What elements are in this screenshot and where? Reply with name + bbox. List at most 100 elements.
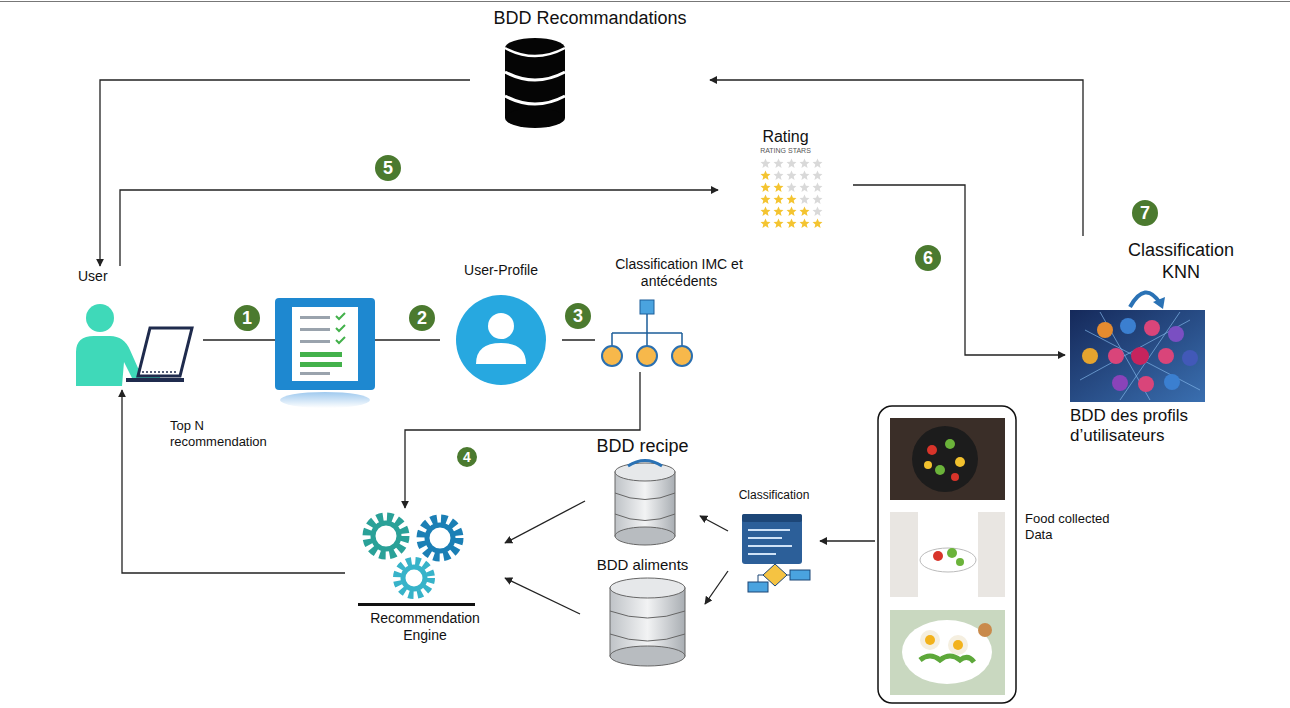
- callout-number: 6: [913, 243, 943, 273]
- user-profiles-picture-part: [1158, 348, 1174, 364]
- node-text: BDD aliments: [580, 556, 705, 574]
- classification-icon: [742, 514, 810, 592]
- rating-stars-part: [787, 183, 797, 192]
- knn-loop-arrow-part: [1130, 292, 1160, 307]
- classification-icon-part: [742, 514, 802, 522]
- connector: [705, 571, 728, 604]
- connector: [505, 578, 580, 614]
- form-icon-part: [336, 313, 345, 319]
- user-profiles-picture-part: [1131, 347, 1149, 365]
- form-icon-part: [300, 372, 330, 375]
- rating-stars-part: [787, 159, 797, 168]
- connector: [120, 190, 718, 266]
- food-panel-part: [924, 461, 932, 469]
- gears-icon-part: [403, 567, 425, 589]
- food-panel-part: [945, 439, 955, 449]
- food-panel-part: [956, 558, 964, 566]
- food-panel-part: [925, 635, 935, 645]
- top-rule: [0, 1, 1290, 2]
- rating-stars-part: [774, 219, 784, 228]
- knn-node: Classification KNNBDD des profils d’util…: [1065, 236, 1255, 458]
- connector: [820, 540, 875, 541]
- database-black-part: [505, 108, 565, 128]
- rating-stars-part: [761, 159, 771, 168]
- user-figure-part: [126, 378, 184, 382]
- food-panel: [878, 406, 1016, 703]
- rating-stars-part: [813, 171, 823, 180]
- classification-icon-part: [758, 575, 790, 582]
- node-text: User-Profile: [440, 262, 562, 279]
- database-aliments: [610, 578, 685, 666]
- food-panel-part: [918, 512, 978, 597]
- connector: [505, 501, 585, 543]
- gears-icon-part: [373, 523, 399, 549]
- callout-number: 4: [455, 445, 479, 469]
- rating-stars-part: [787, 195, 797, 204]
- rating-stars-part: [774, 171, 784, 180]
- rating-stars-part: [787, 219, 797, 228]
- connector: [853, 185, 1065, 355]
- user-profiles-picture-part: [1082, 348, 1098, 364]
- callout-number: 2: [407, 303, 437, 333]
- profile-icon-part: [456, 295, 546, 385]
- food-panel-part: [947, 548, 957, 558]
- classification-icon-part: [748, 582, 768, 592]
- form-icon-part: [275, 298, 375, 390]
- user-node: User: [58, 266, 203, 390]
- tree-icon-part: [672, 346, 692, 366]
- gears-icon-part: [421, 519, 459, 557]
- node-text: RATING STARS: [718, 147, 853, 155]
- edge-label: Top N recommendation: [170, 418, 270, 451]
- rating-stars-part: [813, 183, 823, 192]
- rating-stars-part: [761, 195, 771, 204]
- database-recipe-part: [628, 461, 662, 467]
- callout-number: 7: [1130, 198, 1160, 228]
- rating-stars-part: [800, 183, 810, 192]
- user-profiles-picture-part: [1138, 376, 1154, 392]
- callout-number: 3: [563, 301, 593, 331]
- gears-icon-part: [367, 517, 405, 555]
- rating-stars-part: [761, 219, 771, 228]
- node-text: BDD des profils d’utilisateurs: [1070, 406, 1250, 447]
- food-panel-part: [948, 635, 968, 655]
- rating-stars-part: [761, 207, 771, 216]
- food-panel-part: [955, 457, 965, 467]
- classification-icon-part: [790, 570, 810, 580]
- node-text: Recommendation Engine: [350, 610, 500, 644]
- connector: [710, 80, 1083, 236]
- form-icon-part: [336, 325, 345, 331]
- rating-stars-part: [800, 171, 810, 180]
- node-text: Food collected Data: [1025, 511, 1135, 542]
- database-node: BDD recipe: [585, 436, 700, 548]
- database-black-part: [505, 48, 565, 56]
- tree-icon-part: [637, 346, 657, 366]
- user-figure-part: [138, 328, 192, 376]
- database-black-part: [505, 48, 565, 118]
- food-panel-part: [920, 548, 976, 572]
- food-panel-part: [890, 512, 1005, 597]
- user-profiles-picture-part: [1097, 322, 1113, 338]
- knn-loop-arrow: [1130, 292, 1165, 309]
- food-panel-part: [878, 406, 1016, 703]
- rating-stars-part: [813, 159, 823, 168]
- node-text: Rating: [718, 127, 853, 146]
- node-text: User: [78, 268, 138, 285]
- food-panel-part: [978, 623, 992, 637]
- food-data-node: Food collected Data: [875, 403, 1145, 705]
- form-icon-part: [292, 307, 358, 381]
- rating-stars-part: [787, 207, 797, 216]
- gears-icon-part: [397, 561, 431, 595]
- database-recipe-part: [615, 472, 675, 536]
- database-black: [505, 38, 565, 128]
- database-aliments-part: [610, 578, 685, 598]
- rating-stars-part: [761, 183, 771, 192]
- rating-stars-part: [774, 183, 784, 192]
- database-black-part: [505, 38, 565, 58]
- rating-stars-part: [774, 195, 784, 204]
- food-panel-part: [890, 418, 1005, 500]
- user-profiles-picture-part: [1080, 312, 1200, 400]
- rating-stars-part: [813, 219, 823, 228]
- form-icon-part: [336, 337, 345, 343]
- gears-icon-part: [358, 603, 475, 606]
- connector: [122, 390, 345, 573]
